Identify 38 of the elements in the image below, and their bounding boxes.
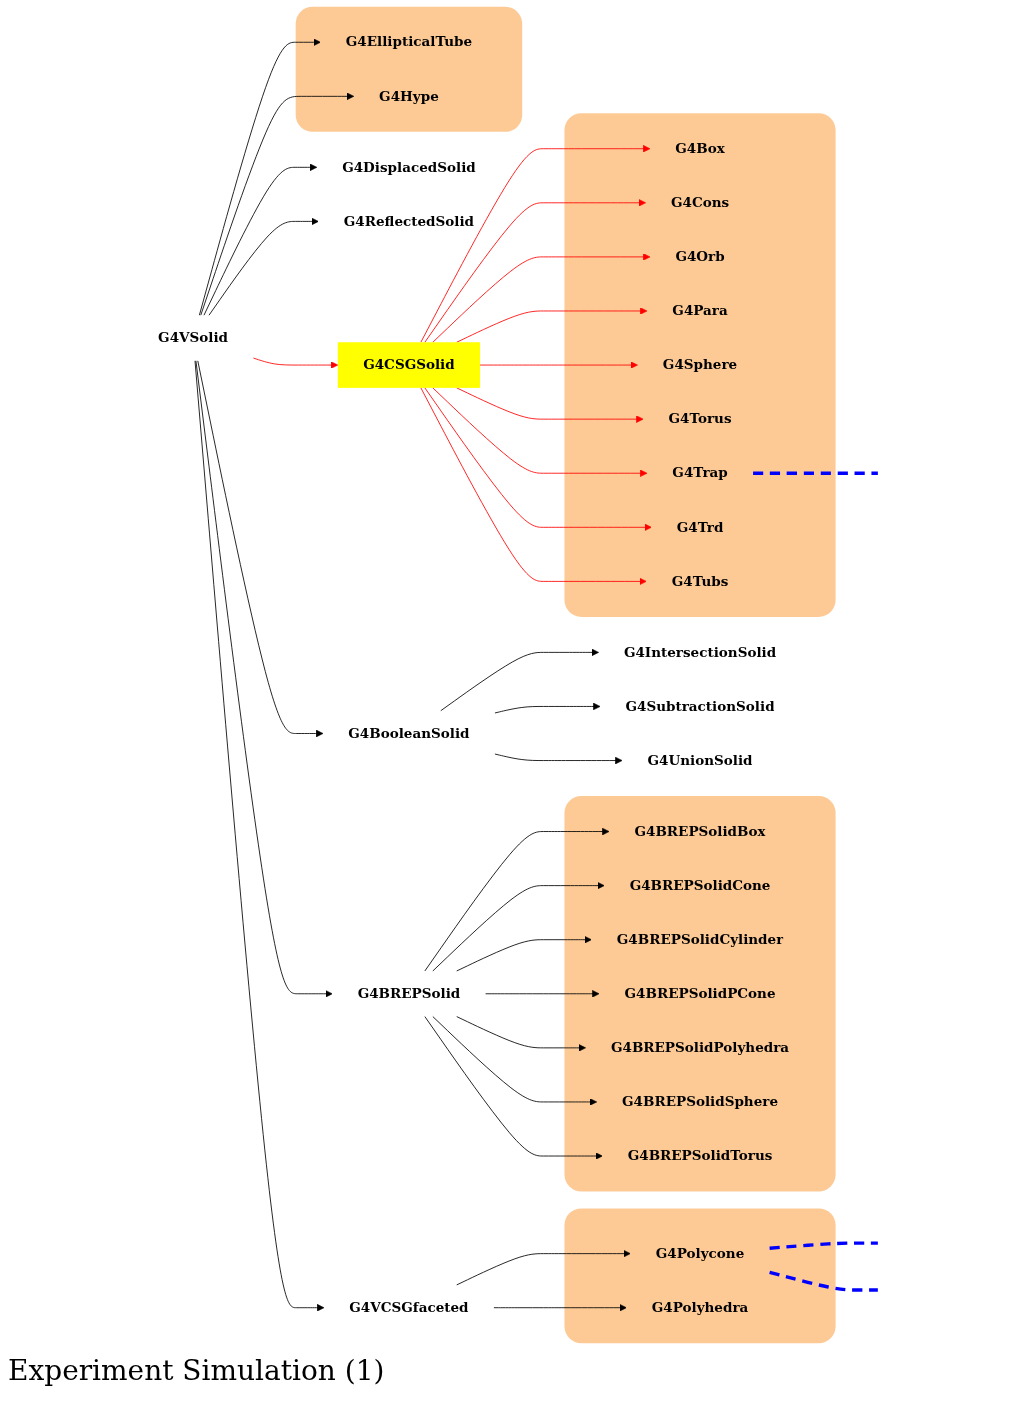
group-panel bbox=[564, 1208, 836, 1344]
class-label: G4Polycone bbox=[656, 1245, 745, 1262]
class-label: G4Trd bbox=[677, 518, 724, 535]
class-label: G4BREPSolidSphere bbox=[622, 1093, 779, 1110]
class-label: G4BREPSolidCylinder bbox=[617, 931, 784, 948]
class-label: G4Hype bbox=[379, 87, 440, 104]
class-label: G4Box bbox=[675, 140, 726, 157]
class-label: G4DisplacedSolid bbox=[342, 158, 477, 175]
class-label: G4VCSGfaceted bbox=[349, 1299, 469, 1316]
class-label: G4Sphere bbox=[663, 356, 738, 373]
caption: Experiment Simulation (1) bbox=[7, 1353, 386, 1389]
class-label: G4Torus bbox=[668, 410, 732, 427]
highlighted-class-label: G4CSGSolid bbox=[338, 342, 481, 388]
class-label: G4UnionSolid bbox=[647, 752, 753, 769]
class-label: G4BREPSolidBox bbox=[634, 823, 766, 840]
class-label: G4EllipticalTube bbox=[346, 33, 473, 50]
class-label: G4Trap bbox=[672, 464, 729, 481]
group-panel bbox=[296, 6, 523, 132]
class-label: G4BREPSolidTorus bbox=[628, 1147, 773, 1164]
dashed-line bbox=[769, 1241, 879, 1250]
class-label: G4BREPSolidPCone bbox=[624, 985, 776, 1002]
class-label: G4BREPSolid bbox=[358, 985, 461, 1002]
class-label: G4BREPSolidPolyhedra bbox=[611, 1039, 790, 1056]
class-label: G4IntersectionSolid bbox=[624, 643, 777, 660]
class-label: G4Tubs bbox=[672, 572, 729, 589]
class-label: G4SubtractionSolid bbox=[625, 698, 775, 715]
class-label: G4Para bbox=[672, 302, 729, 319]
dashed-line bbox=[753, 471, 879, 475]
class-label: G4Cons bbox=[671, 194, 730, 211]
group-panel bbox=[564, 796, 836, 1192]
class-label: G4Orb bbox=[675, 248, 726, 265]
class-label: G4BREPSolidCone bbox=[629, 877, 771, 894]
class-label: G4VSolid bbox=[158, 329, 229, 346]
class-label: G4Polyhedra bbox=[652, 1299, 749, 1316]
class-label: G4BooleanSolid bbox=[348, 725, 470, 742]
dashed-line bbox=[769, 1270, 879, 1292]
class-label: G4ReflectedSolid bbox=[344, 212, 475, 229]
group-panel bbox=[564, 113, 836, 617]
